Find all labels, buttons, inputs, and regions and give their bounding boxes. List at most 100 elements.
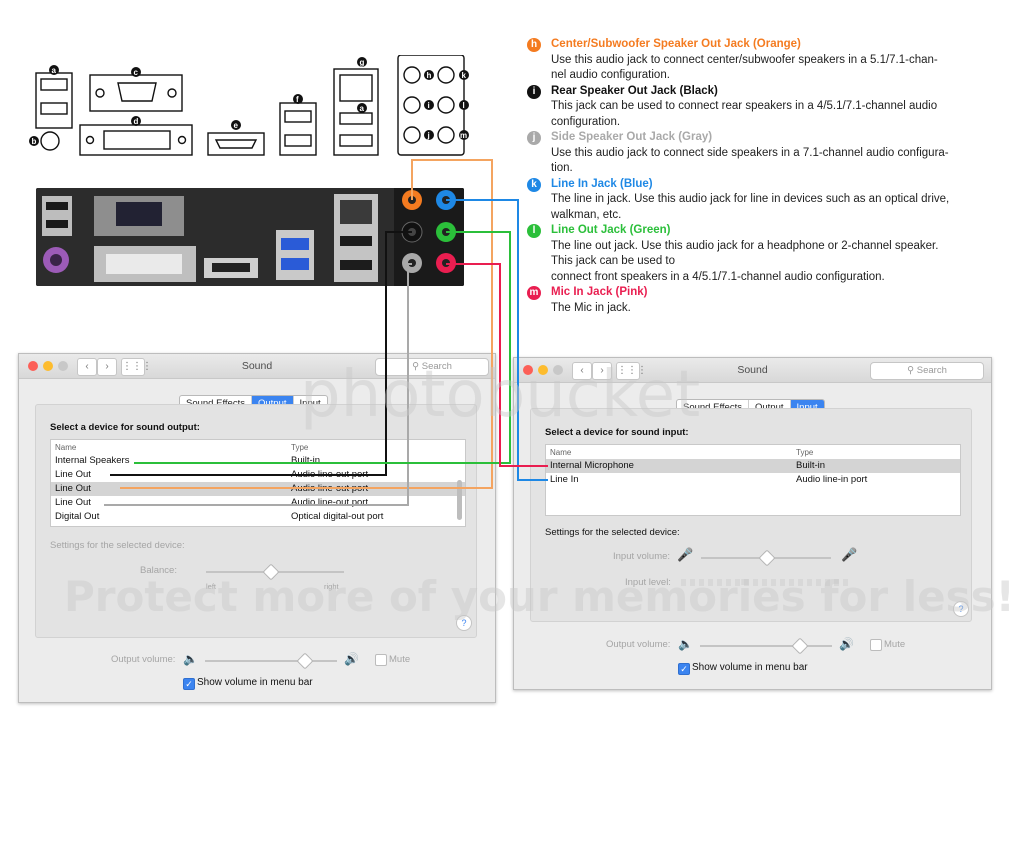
legend-item-line-in: k Line In Jack (Blue) The line in jack. … bbox=[527, 177, 977, 224]
balance-left-label: left bbox=[206, 582, 217, 591]
legend-desc-line: This jack can be used to connect rear sp… bbox=[551, 100, 938, 112]
badge-m-icon: m bbox=[527, 286, 541, 300]
table-scrollbar[interactable] bbox=[457, 480, 462, 520]
legend-title: Side Speaker Out Jack (Gray) bbox=[551, 131, 713, 143]
close-button[interactable] bbox=[28, 361, 38, 371]
ps2-port-icon bbox=[40, 131, 60, 151]
zoom-button[interactable] bbox=[58, 361, 68, 371]
back-panel-diagram: a b c d e f g a h i j k l m bbox=[29, 55, 469, 156]
grid-icon[interactable]: ⋮⋮⋮ bbox=[616, 362, 647, 380]
microphone-high-icon: 🎤 bbox=[841, 547, 858, 562]
mute-label: Mute bbox=[389, 654, 411, 665]
label-j-icon: j bbox=[427, 131, 430, 140]
label-c-icon: c bbox=[134, 68, 139, 77]
table-row[interactable]: Internal Speakers Built-in bbox=[51, 454, 465, 468]
show-volume-label: Show volume in menu bar bbox=[197, 677, 313, 688]
close-button[interactable] bbox=[523, 365, 533, 375]
badge-l-icon: l bbox=[527, 224, 541, 238]
mute-label: Mute bbox=[884, 639, 906, 650]
forward-button[interactable]: › bbox=[97, 358, 117, 376]
table-row[interactable]: Digital Out Optical digital-out port bbox=[51, 510, 465, 524]
table-row[interactable]: Line In Audio line-in port bbox=[546, 473, 960, 487]
device-name: Line Out bbox=[55, 469, 91, 480]
minimize-button[interactable] bbox=[43, 361, 53, 371]
search-placeholder: Search bbox=[916, 365, 947, 376]
black-connector-line bbox=[110, 231, 412, 476]
device-name: Internal Speakers bbox=[55, 455, 130, 466]
speaker-high-icon: 🔊 bbox=[839, 637, 854, 651]
input-level-label: Input level: bbox=[625, 577, 671, 588]
show-volume-checkbox[interactable]: ✓ bbox=[183, 678, 195, 690]
gray-connector-line bbox=[104, 263, 412, 506]
label-g-icon: g bbox=[360, 58, 365, 67]
legend-desc-line: The line in jack. Use this audio jack fo… bbox=[551, 193, 950, 205]
legend-item-line-out: l Line Out Jack (Green) The line out jac… bbox=[527, 223, 977, 285]
settings-label: Settings for the selected device: bbox=[50, 540, 185, 551]
balance-right-label: right bbox=[324, 582, 339, 591]
usb-port-icon bbox=[40, 102, 68, 115]
output-volume-slider[interactable] bbox=[700, 645, 832, 647]
window-title: Sound bbox=[241, 360, 273, 372]
back-button[interactable]: ‹ bbox=[77, 358, 97, 376]
back-button[interactable]: ‹ bbox=[572, 362, 592, 380]
pink-connector-line bbox=[446, 263, 548, 467]
legend-desc-line: This jack can be used to bbox=[551, 255, 676, 267]
output-volume-slider[interactable] bbox=[205, 660, 337, 662]
help-button[interactable]: ? bbox=[953, 601, 969, 617]
tab-sound-effects[interactable]: Sound Effects bbox=[180, 396, 252, 411]
mute-checkbox[interactable] bbox=[375, 654, 387, 666]
table-row[interactable]: Line Out Audio line-out port bbox=[51, 496, 465, 510]
hdmi-port-outline bbox=[207, 132, 265, 156]
label-h-icon: h bbox=[427, 71, 432, 80]
label-a-icon: a bbox=[52, 66, 57, 75]
label-m-icon: m bbox=[460, 131, 467, 140]
output-panel: Select a device for sound output: Name T… bbox=[35, 404, 477, 638]
green-connector-line bbox=[134, 231, 511, 464]
search-input[interactable]: ⚲ Search bbox=[870, 362, 984, 380]
speaker-high-icon: 🔊 bbox=[344, 652, 359, 666]
tab-input[interactable]: Input bbox=[294, 396, 327, 411]
column-header-name: Name bbox=[55, 443, 77, 452]
table-row-selected[interactable]: Internal Microphone Built-in bbox=[546, 459, 960, 473]
label-b-icon: b bbox=[32, 137, 37, 146]
legend-item-side-speaker: j Side Speaker Out Jack (Gray) Use this … bbox=[527, 130, 977, 177]
watermark-slogan: Protect more of your memories for less! bbox=[64, 572, 1015, 621]
label-i-icon: i bbox=[428, 101, 430, 110]
search-input[interactable]: ⚲ Search bbox=[375, 358, 489, 376]
legend-desc-line: connect front speakers in a 4/5.1/7.1-ch… bbox=[551, 270, 885, 283]
device-name: Line Out bbox=[55, 483, 91, 494]
legend-desc-line: nel audio configuration. bbox=[551, 69, 670, 81]
label-f-icon: f bbox=[296, 95, 299, 104]
minimize-button[interactable] bbox=[538, 365, 548, 375]
forward-button[interactable]: › bbox=[592, 362, 612, 380]
legend-item-center-subwoofer: h Center/Subwoofer Speaker Out Jack (Ora… bbox=[527, 37, 977, 84]
show-volume-checkbox[interactable]: ✓ bbox=[678, 663, 690, 675]
legend-item-mic-in: m Mic In Jack (Pink) The Mic in jack. bbox=[527, 285, 977, 316]
device-name: Line In bbox=[550, 474, 579, 485]
watermark-brand: photobucket bbox=[300, 358, 701, 432]
sound-output-window: ‹ › ⋮⋮⋮ Sound ⚲ Search Sound Effects Out… bbox=[18, 353, 496, 703]
device-type: Optical digital-out port bbox=[291, 511, 384, 522]
window-title: Sound bbox=[737, 364, 768, 376]
legend-title: Mic In Jack (Pink) bbox=[551, 286, 648, 298]
device-type: Audio line-out port bbox=[291, 497, 369, 508]
badge-h-icon: h bbox=[527, 38, 541, 52]
mute-checkbox[interactable] bbox=[870, 639, 882, 651]
zoom-button[interactable] bbox=[553, 365, 563, 375]
help-button[interactable]: ? bbox=[456, 615, 472, 631]
input-device-table: Name Type Internal Microphone Built-in L… bbox=[545, 444, 961, 516]
device-name: Internal Microphone bbox=[550, 460, 634, 471]
orange-connector-line bbox=[120, 159, 493, 489]
label-a-icon: a bbox=[360, 104, 365, 113]
input-level-meter bbox=[681, 579, 851, 586]
jack-legend: h Center/Subwoofer Speaker Out Jack (Ora… bbox=[527, 37, 977, 316]
tab-output[interactable]: Output bbox=[749, 400, 791, 415]
output-device-table: Name Type Internal Speakers Built-in Lin… bbox=[50, 439, 466, 527]
legend-item-rear-speaker: i Rear Speaker Out Jack (Black) This jac… bbox=[527, 84, 977, 131]
output-heading: Select a device for sound output: bbox=[50, 422, 200, 433]
legend-desc-line: tion. bbox=[551, 162, 573, 174]
grid-icon[interactable]: ⋮⋮⋮ bbox=[121, 358, 152, 376]
tab-sound-effects[interactable]: Sound Effects bbox=[677, 400, 749, 415]
show-volume-label: Show volume in menu bar bbox=[692, 662, 808, 673]
